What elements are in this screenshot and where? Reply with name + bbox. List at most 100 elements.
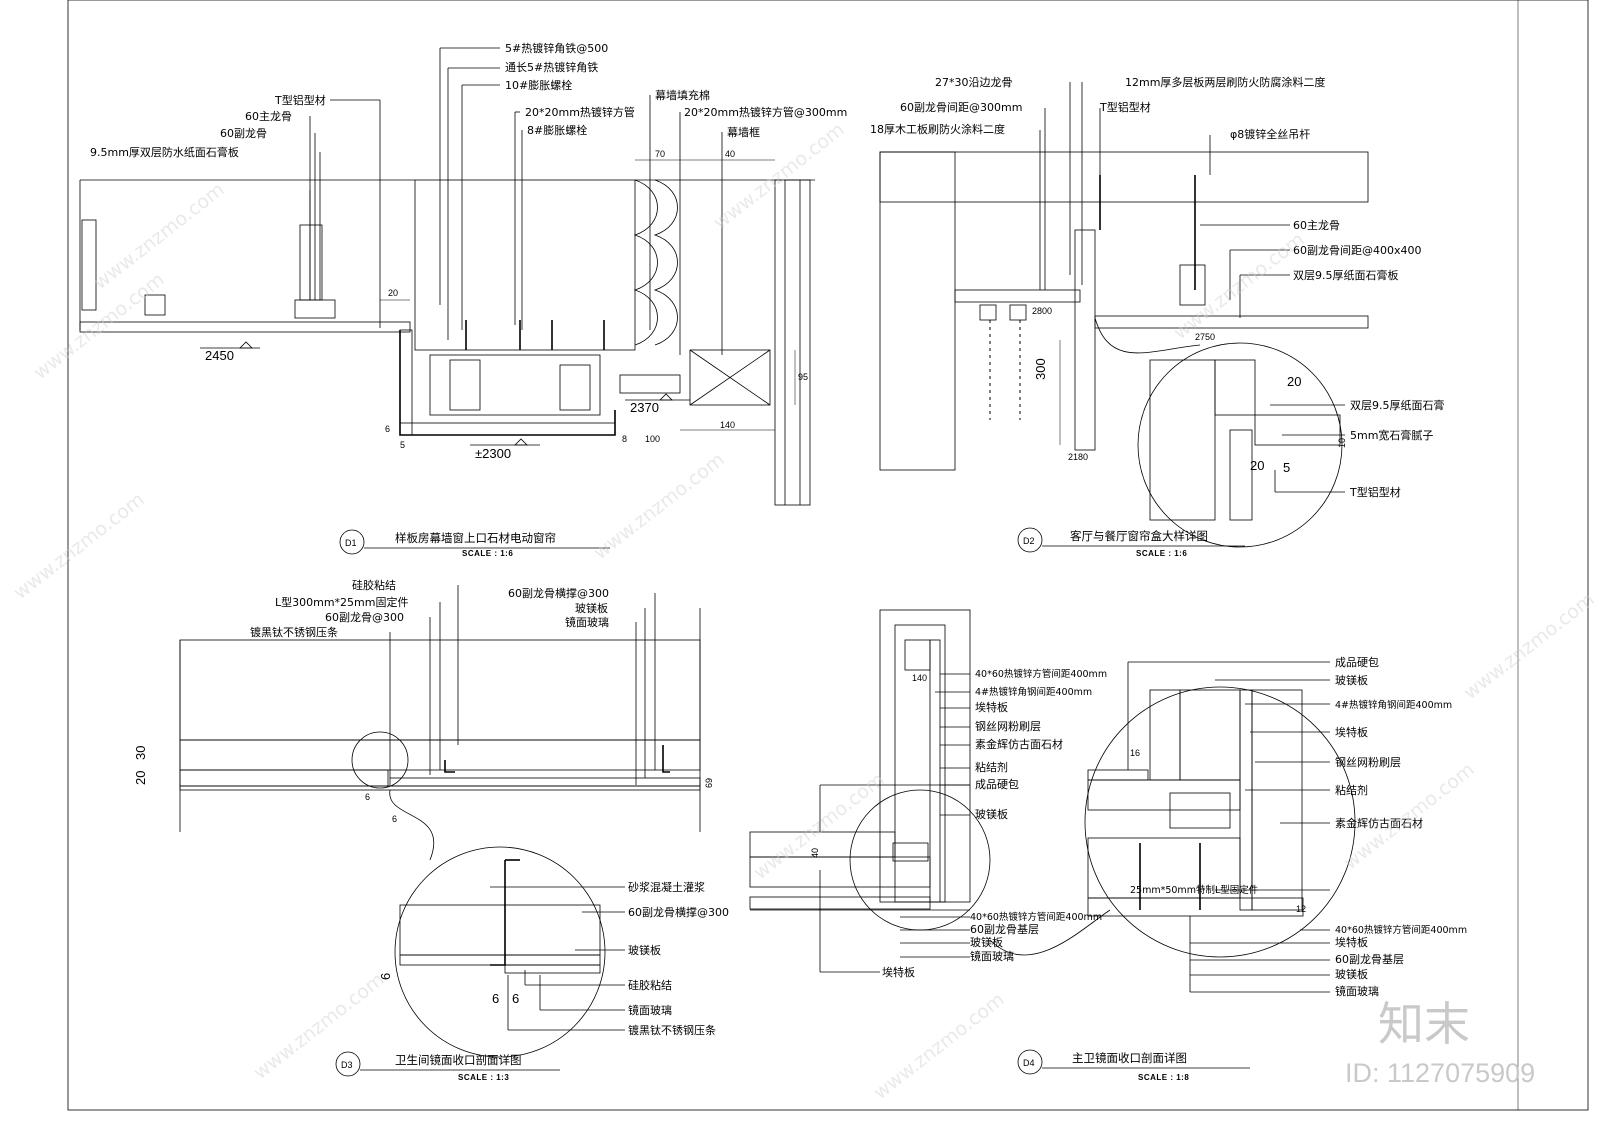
d4-label-stone: 素金辉仿古面石材 [975,737,1063,751]
d4-dim-12: 12 [1296,904,1306,914]
d3-label-mirror: 镜面玻璃 [565,615,609,629]
d4-r-stone: 素金辉仿古面石材 [1335,816,1423,830]
d1-label-angle-long: 通长5#热镀锌角铁 [505,60,598,74]
d4-r-mirror: 镜面玻璃 [1335,984,1379,998]
d2-label-t-profile-top: T型铝型材 [1099,100,1151,114]
d4-label-tube40-bottom: 40*60热镀锌方管间距400mm [970,911,1102,923]
d4-label-mirror: 镜面玻璃 [970,949,1014,963]
watermark-text: www.znzmo.com [1170,229,1309,344]
watermark-text: www.znzmo.com [870,989,1009,1104]
d3-tag: D3 [341,1060,353,1070]
watermark-text: www.znzmo.com [590,449,729,564]
d3-label-mgo-board: 玻镁板 [575,601,608,615]
d4-label-adhesive: 粘结剂 [975,760,1008,774]
d1-dim-20: 20 [388,288,398,298]
brand-logo: 知末 [1378,997,1470,1051]
d4-tag: D4 [1023,1058,1035,1068]
d4-title-block: D4 主卫镜面收口剖面详图 SCALE : 1:8 [1017,1049,1250,1082]
d2-title-block: D2 客厅与餐厅窗帘盒大样详图 SCALE : 1:6 [1017,527,1245,558]
brand-mark: 知末 ID: 1127075909 [1345,997,1535,1088]
d3-label-sub-keel-300: 60副龙骨@300 [325,611,404,624]
d2-dim-20b: 20 [1250,458,1264,473]
d3-label-steel-strip-detail: 镀黑钛不锈钢压条 [628,1023,716,1037]
d1-label-sub-keel: 60副龙骨 [220,127,267,140]
d1-label-main-keel: 60主龙骨 [245,110,292,123]
d1-dim-6: 6 [385,424,390,434]
d2-label-sub-keel-300: 60副龙骨间距@300mm [900,101,1022,114]
d2-scale: SCALE : 1:6 [1136,549,1187,558]
detail-d3 [179,585,701,1058]
d4-r-mesh: 钢丝网粉刷层 [1335,756,1401,769]
d1-scale: SCALE : 1:6 [462,549,513,558]
d4-r-mgo-b: 玻镁板 [1335,967,1368,981]
d1-elev-2300: ±2300 [475,446,511,461]
d3-dim-20: 20 [133,771,148,785]
d4-label-mgo-board-b: 玻镁板 [970,935,1003,949]
d3-label-silicone-detail: 硅胶粘结 [628,978,672,992]
d2-tag: D2 [1023,536,1035,546]
d4-r-l-fix: 25mm*50mm特制L型固定件 [1130,884,1259,896]
d4-r-eter-b: 埃特板 [1335,935,1368,949]
d4-dim-16: 16 [1130,748,1140,758]
d1-title-block: D1 样板房幕墙窗上口石材电动窗帘 SCALE : 1:6 [339,529,610,558]
d4-r-angle4: 4#热镀锌角钢间距400mm [1335,699,1452,711]
d3-dim-69: 69 [704,778,714,788]
d2-label-t-profile-detail: T型铝型材 [1349,485,1401,499]
d4-label-eter: 埃特板 [975,700,1008,714]
watermark-text: www.znzmo.com [750,769,889,884]
d4-label-finished-cover: 成品硬包 [975,778,1019,791]
d1-tag: D1 [345,538,357,548]
d2-dim-10: 10 [1337,438,1347,448]
d4-labels: 40*60热镀锌方管间距400mm 4#热镀锌角钢间距400mm 埃特板 钢丝网… [810,656,1467,998]
d1-dim-140: 140 [720,420,735,430]
d3-label-silicone: 硅胶粘结 [352,578,396,592]
d3-dim-6c: 6 [378,973,393,980]
d1-dim-95: 95 [798,372,808,382]
d1-label-gypsum: 9.5mm厚双层防水纸面石膏板 [90,145,239,159]
d1-label-bolt8: 8#膨胀螺栓 [527,123,587,137]
watermark-text: www.znzmo.com [250,969,389,1084]
detail-d2 [879,82,1369,548]
d4-r-mgo: 玻镁板 [1335,673,1368,687]
d2-label-edge-keel: 27*30沿边龙骨 [935,76,1013,89]
d1-dim-100: 100 [645,434,660,444]
d2-dim-20a: 20 [1287,374,1301,389]
d3-label-sub-keel-cross-detail: 60副龙骨横撑@300 [628,905,729,919]
d3-scale: SCALE : 1:3 [458,1073,509,1082]
d1-label-curtain-frame: 幕墙框 [727,125,760,139]
d3-dim-6d: 6 [492,991,499,1006]
d2-label-wood-board: 18厚木工板刷防火涂料二度 [870,122,1005,136]
d2-elev-2750: 2750 [1195,332,1215,342]
d4-scale: SCALE : 1:8 [1138,1073,1189,1082]
brand-id: ID: 1127075909 [1345,1058,1535,1088]
d1-dim-8: 8 [622,434,627,444]
d2-label-putty: 5mm宽石膏腻子 [1350,428,1433,442]
detail-d4 [749,609,1356,993]
d1-label-t-profile: T型铝型材 [274,93,326,107]
d1-label-angle500: 5#热镀锌角铁@500 [505,41,608,55]
watermark-text: www.znzmo.com [1460,589,1599,704]
d3-label-mortar: 砂浆混凝土灌浆 [628,880,705,894]
d3-label-sub-keel-cross: 60副龙骨横撑@300 [508,586,609,600]
d2-dim-300: 300 [1033,358,1048,380]
d3-label-l-fixing: L型300mm*25mm固定件 [275,595,408,609]
d1-label-tube20: 20*20mm热镀锌方管 [525,105,635,119]
d2-label-rod: φ8镀锌全丝吊杆 [1230,127,1310,141]
d4-label-eter-b: 埃特板 [882,965,915,979]
d3-title: 卫生间镜面收口剖面详图 [395,1053,522,1067]
d2-title: 客厅与餐厅窗帘盒大样详图 [1070,529,1208,543]
d3-labels: 硅胶粘结 L型300mm*25mm固定件 60副龙骨@300 镀黑钛不锈钢压条 … [133,578,729,1037]
d3-dim-6e: 6 [512,991,519,1006]
d2-dim-5: 5 [1283,460,1290,475]
d4-label-angle4: 4#热镀锌角钢间距400mm [975,686,1092,698]
d2-elev-2180: 2180 [1068,452,1088,462]
d3-label-steel-strip: 镀黑钛不锈钢压条 [250,625,338,639]
d4-label-sub-keel-base: 60副龙骨基层 [970,923,1039,936]
d4-r-finished-cover: 成品硬包 [1335,656,1379,669]
d4-r-adhesive: 粘结剂 [1335,783,1368,797]
d1-dim-70: 70 [655,149,665,159]
d1-dim-5: 5 [400,440,405,450]
d3-dim-30: 30 [133,746,148,760]
detail-d1 [79,47,815,506]
